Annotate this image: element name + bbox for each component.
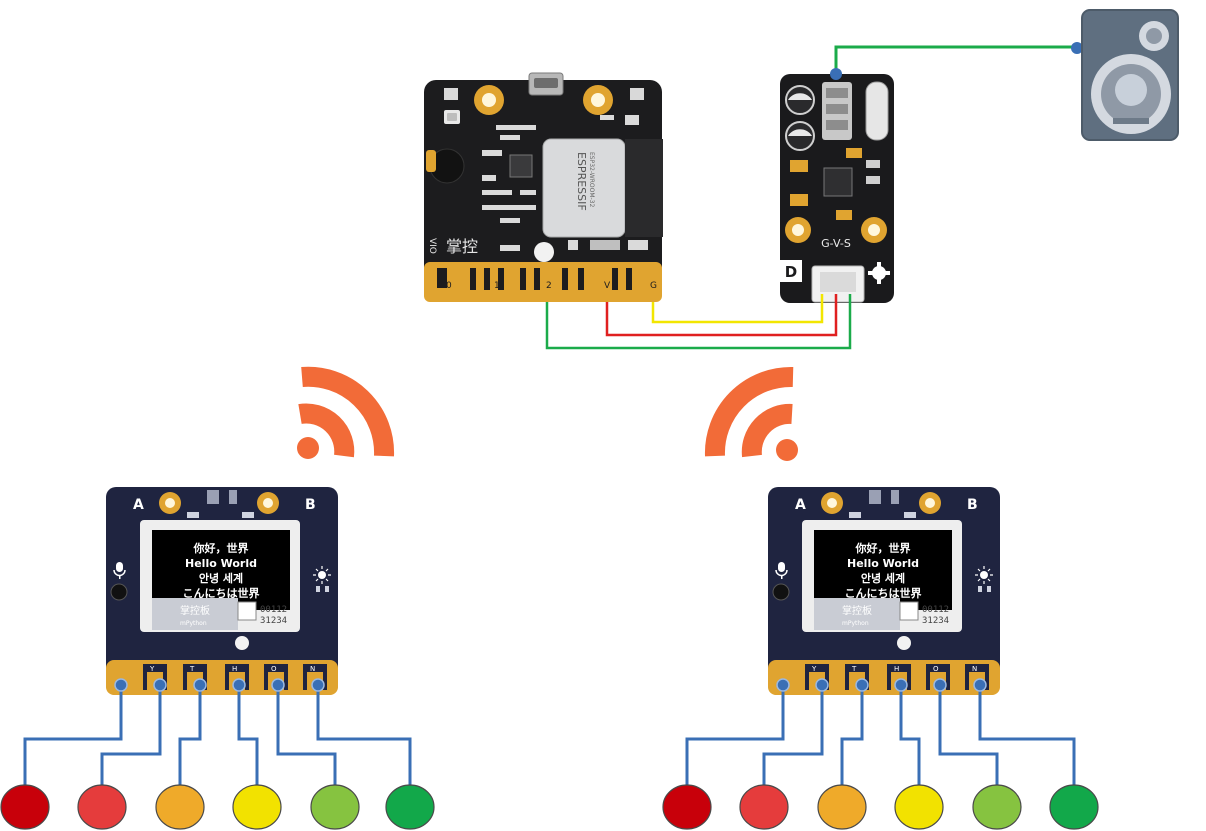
speaker-module: G-V-S D bbox=[780, 74, 894, 303]
led-red bbox=[739, 784, 789, 830]
button-b-label: B bbox=[305, 497, 316, 513]
main-board: ESPRESSIF ESP32-WROOM-32 掌控 VIO bbox=[424, 72, 663, 302]
oled-screen bbox=[814, 530, 952, 610]
speaker-module-pin-label: G-V-S bbox=[821, 237, 851, 250]
oled-screen bbox=[152, 530, 290, 610]
pin-label-h: H bbox=[894, 665, 899, 673]
gear-icon bbox=[868, 262, 890, 284]
screen-line-4: こんにちは世界 bbox=[845, 586, 922, 600]
screen-line-1: 你好，世界 bbox=[193, 541, 249, 555]
main-pin-label-2: 2 bbox=[546, 281, 552, 291]
wire-signal bbox=[651, 294, 824, 324]
microphone-icon bbox=[113, 562, 126, 579]
chip-brand: ESPRESSIF bbox=[575, 152, 588, 211]
handheld-logo-sub: mPython bbox=[842, 620, 869, 627]
main-pin-label-g: G bbox=[650, 281, 657, 291]
main-board-side-label: VIO bbox=[427, 238, 437, 254]
chip-model: ESP32-WROOM-32 bbox=[588, 152, 595, 207]
pin-label-y: Y bbox=[811, 665, 817, 673]
led-light-green bbox=[972, 784, 1022, 830]
handheld-board-right: A B 你好，世界 Hello World 안녕 세계 こんにちは世界 掌控板 … bbox=[768, 487, 1000, 695]
qr-code bbox=[237, 601, 257, 621]
module-type-label: D bbox=[785, 263, 797, 281]
speaker-wire bbox=[834, 45, 1077, 74]
led-dark-red bbox=[0, 784, 50, 830]
pin-label-h: H bbox=[232, 665, 237, 673]
main-pin-label-v: V bbox=[604, 281, 611, 291]
wire-ground bbox=[545, 294, 852, 350]
button-a-label: A bbox=[795, 497, 806, 513]
pin-label-o: O bbox=[271, 665, 277, 673]
led-orange bbox=[817, 784, 867, 830]
pin-label-n: N bbox=[972, 665, 977, 673]
led-wires-left bbox=[23, 685, 412, 807]
led-orange bbox=[155, 784, 205, 830]
edge-connector bbox=[424, 262, 662, 302]
handheld-logo: 掌控板 bbox=[180, 604, 210, 617]
handheld-logo: 掌控板 bbox=[842, 604, 872, 617]
screen-line-1: 你好，世界 bbox=[855, 541, 911, 555]
pin-label-t: T bbox=[189, 665, 195, 673]
wifi-icon bbox=[297, 366, 395, 459]
pin-label-y: Y bbox=[149, 665, 155, 673]
handheld-logo-sub: mPython bbox=[180, 620, 207, 627]
pin-label-o: O bbox=[933, 665, 939, 673]
wifi-icon bbox=[704, 366, 798, 461]
led-green bbox=[385, 784, 435, 830]
screen-line-3: 안녕 세계 bbox=[861, 571, 905, 585]
screen-line-4: こんにちは世界 bbox=[183, 586, 260, 600]
led-row-right bbox=[662, 784, 1099, 830]
code-line-1: 00112 bbox=[260, 605, 287, 615]
screen-line-2: Hello World bbox=[185, 557, 257, 570]
module-wires bbox=[545, 294, 852, 350]
led-red bbox=[77, 784, 127, 830]
code-line-1: 00112 bbox=[922, 605, 949, 615]
light-sensor-icon bbox=[975, 566, 993, 584]
led-green bbox=[1049, 784, 1099, 830]
led-wires-right bbox=[685, 685, 1076, 807]
module-type-badge bbox=[780, 260, 802, 282]
qr-code bbox=[899, 601, 919, 621]
code-line-2: 31234 bbox=[260, 616, 287, 626]
led-light-green bbox=[310, 784, 360, 830]
led-yellow bbox=[894, 784, 944, 830]
led-row-left bbox=[0, 784, 435, 830]
rgb-led bbox=[534, 242, 554, 262]
speaker-icon bbox=[830, 9, 1179, 141]
led-dark-red bbox=[662, 784, 712, 830]
pin-label-t: T bbox=[851, 665, 857, 673]
main-pin-label-0: 0 bbox=[446, 281, 452, 291]
led-yellow bbox=[232, 784, 282, 830]
main-pin-label-1: 1 bbox=[494, 281, 500, 291]
button-b-label: B bbox=[967, 497, 978, 513]
code-line-2: 31234 bbox=[922, 616, 949, 626]
screen-line-3: 안녕 세계 bbox=[199, 571, 243, 585]
screen-line-2: Hello World bbox=[847, 557, 919, 570]
wire-power bbox=[605, 294, 838, 337]
microphone-icon bbox=[775, 562, 788, 579]
button-a-label: A bbox=[133, 497, 144, 513]
main-board-logo: 掌控 bbox=[446, 237, 478, 256]
pin-label-n: N bbox=[310, 665, 315, 673]
light-sensor-icon bbox=[313, 566, 331, 584]
handheld-board-left: A B 你好，世界 Hello World 안녕 세계 こんにちは世界 掌控板 … bbox=[106, 487, 338, 695]
